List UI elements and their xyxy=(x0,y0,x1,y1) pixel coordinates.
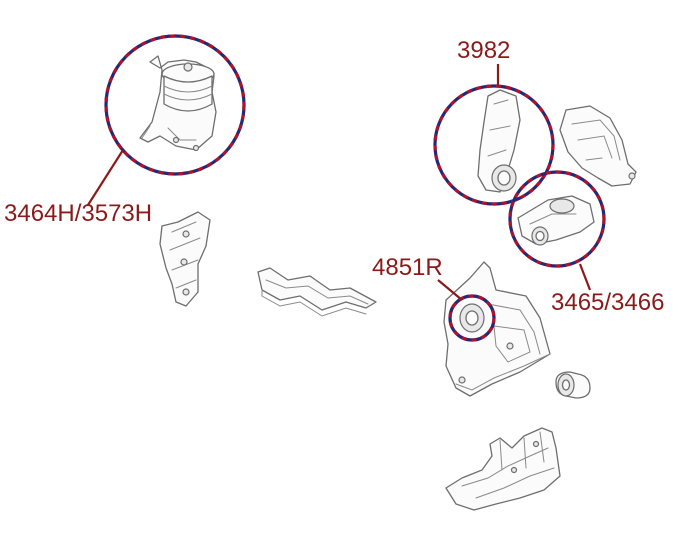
rear-mount-callout-label: 3465/3466 xyxy=(551,289,664,316)
rear-mount-highlight-circle xyxy=(508,170,606,268)
upper-engine-mount-part[interactable] xyxy=(139,55,217,152)
bushing-callout-label: 4851R xyxy=(372,254,443,281)
bottom-bracket-part[interactable] xyxy=(445,427,561,511)
heat-shield-part[interactable] xyxy=(559,105,637,187)
rear-mount-part[interactable] xyxy=(517,195,595,246)
bracket-mount-highlight-circle xyxy=(433,84,555,206)
bushing-highlight-circle xyxy=(448,294,496,342)
rear-mount-leader-line xyxy=(578,263,592,291)
bushing-part[interactable] xyxy=(459,303,485,333)
small-rubber-bushing-part[interactable] xyxy=(555,371,591,399)
bracket-mount-part[interactable] xyxy=(477,89,521,193)
upper-mount-callout-label: 3464H/3573H xyxy=(4,200,152,227)
upper-mount-highlight-circle xyxy=(104,34,246,176)
center-flat-bracket-part[interactable] xyxy=(257,267,377,317)
left-vertical-bracket-part[interactable] xyxy=(159,211,211,307)
bushing-leader-line xyxy=(437,279,463,301)
large-lower-bracket-part[interactable] xyxy=(443,261,551,397)
upper-mount-leader-line xyxy=(87,149,124,206)
bracket-mount-callout-label: 3982 xyxy=(457,37,510,64)
